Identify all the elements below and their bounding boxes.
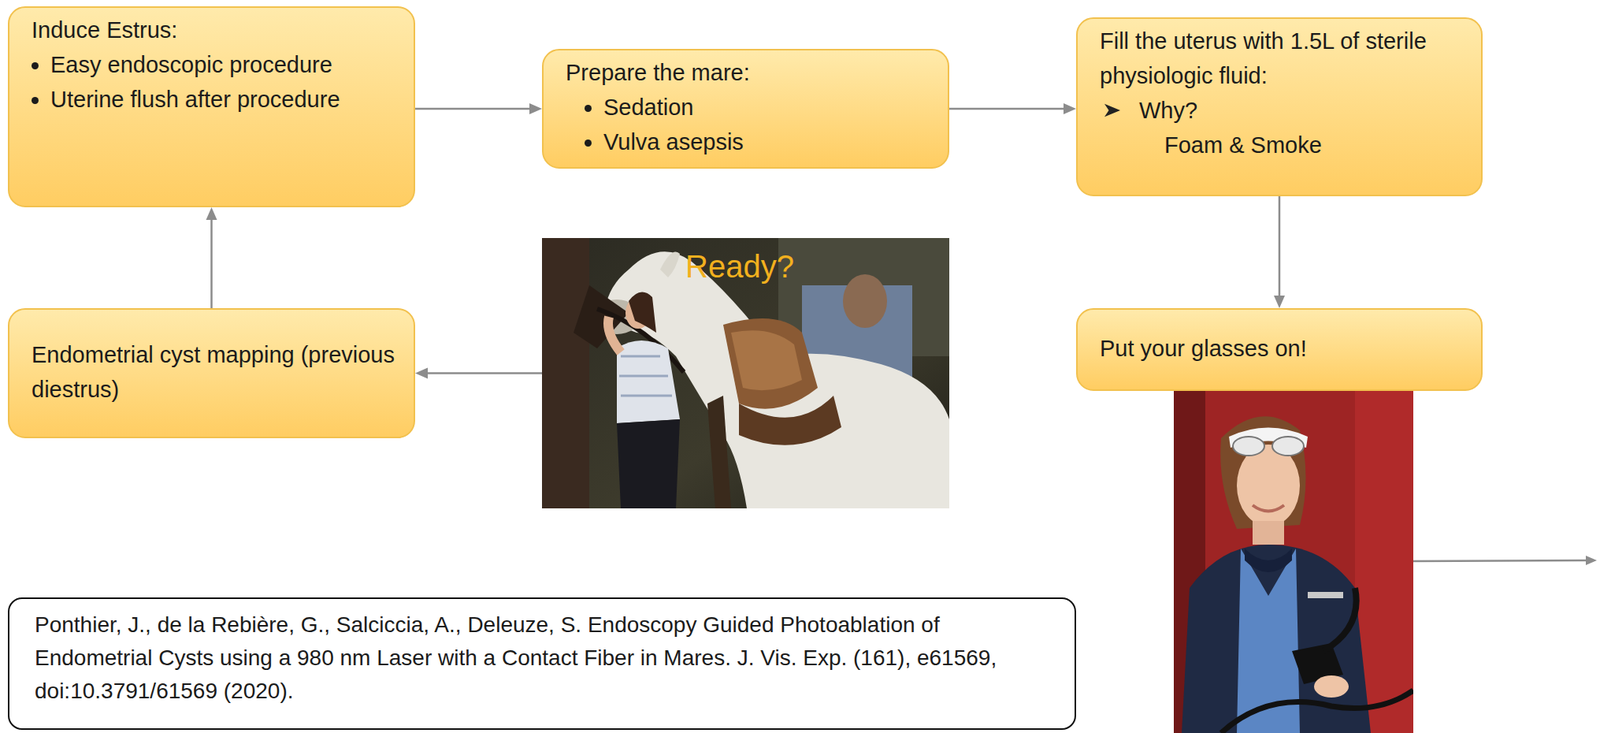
box-text: Endometrial cyst mapping (previous diest…	[31, 337, 395, 407]
vet-photo	[1173, 390, 1414, 733]
photo-node: Ready?	[541, 237, 950, 509]
process-box: Fill the uterus with 1.5L of sterile phy…	[1076, 17, 1483, 197]
process-box: Prepare the mare:SedationVulva asepsis	[541, 48, 950, 169]
flow-arrow	[415, 103, 542, 115]
box-text: Prepare the mare:	[565, 55, 929, 90]
citation-box: Ponthier, J., de la Rebière, G., Salcicc…	[7, 597, 1077, 730]
box-text: Ponthier, J., de la Rebière, G., Salcicc…	[34, 608, 1056, 708]
box-text: Induce Estrus:	[31, 12, 395, 48]
flow-arrow	[206, 207, 218, 309]
flow-arrow	[1273, 196, 1285, 309]
process-box: Endometrial cyst mapping (previous diest…	[7, 308, 416, 439]
box-text: Fill the uterus with 1.5L of sterile phy…	[1099, 23, 1463, 93]
process-box: Put your glasses on!	[1076, 308, 1483, 391]
process-box: Induce Estrus:Easy endoscopic procedureU…	[7, 6, 416, 208]
flow-arrow	[949, 103, 1077, 115]
box-item: Why?	[1099, 92, 1463, 128]
box-item: Vulva asepsis	[603, 124, 929, 160]
box-item: Foam & Smoke	[1099, 127, 1463, 163]
flow-arrow	[415, 367, 542, 379]
exit-arrow	[1413, 551, 1600, 571]
box-item: Easy endoscopic procedure	[50, 47, 395, 82]
box-text: Put your glasses on!	[1099, 330, 1463, 366]
box-text: Ready?	[685, 247, 795, 286]
box-item: Sedation	[603, 89, 929, 125]
box-item: Uterine flush after procedure	[50, 81, 395, 117]
